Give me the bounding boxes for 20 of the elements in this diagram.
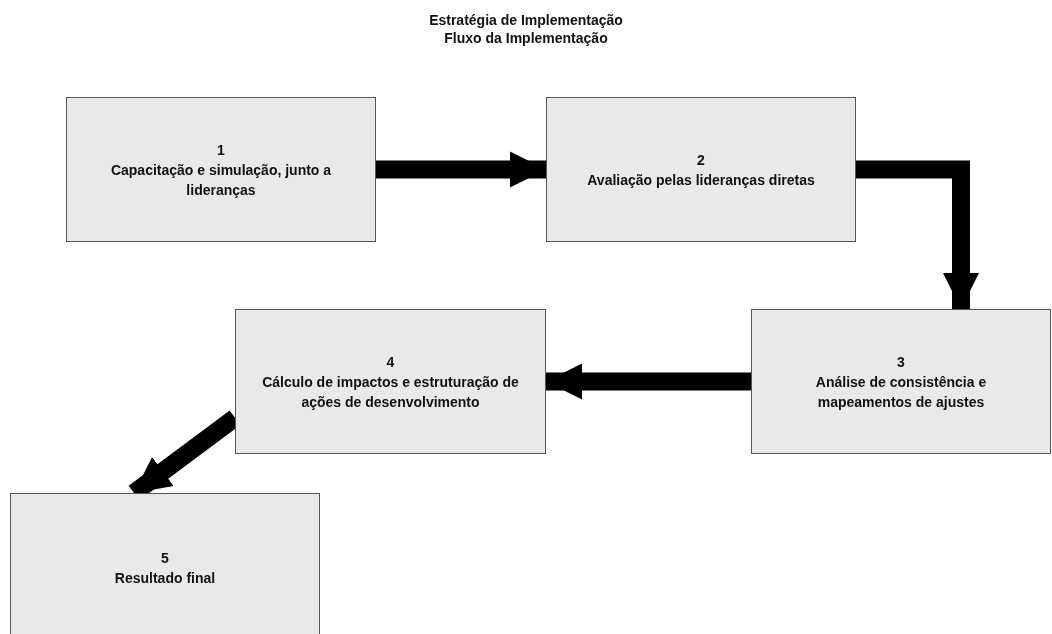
diagram-subtitle: Fluxo da Implementação [444, 30, 608, 46]
step-label: Análise de consistência e mapeamentos de ajustes [814, 372, 988, 412]
step-number: 3 [897, 352, 905, 372]
step-number: 2 [697, 150, 705, 170]
block-arrow [546, 363, 751, 400]
block-arrow [376, 151, 546, 188]
step-number: 5 [161, 549, 169, 568]
step-label: Resultado final [114, 569, 216, 588]
step-number: 1 [217, 140, 225, 160]
process-box [10, 493, 320, 634]
process-box [751, 309, 1051, 454]
step-number: 4 [386, 352, 395, 372]
step-label: Capacitação e simulação, junto a lideranças [109, 160, 333, 200]
block-arrow [856, 160, 979, 309]
diagram-title: Estratégia de Implementação [429, 12, 623, 28]
process-box [66, 97, 376, 242]
step-label: Cálculo de impactos e estruturação de ações de desenvolvimento [261, 372, 520, 412]
process-box [235, 309, 546, 454]
process-box [546, 97, 856, 242]
step-label: Avaliação pelas lideranças diretas [587, 170, 815, 190]
